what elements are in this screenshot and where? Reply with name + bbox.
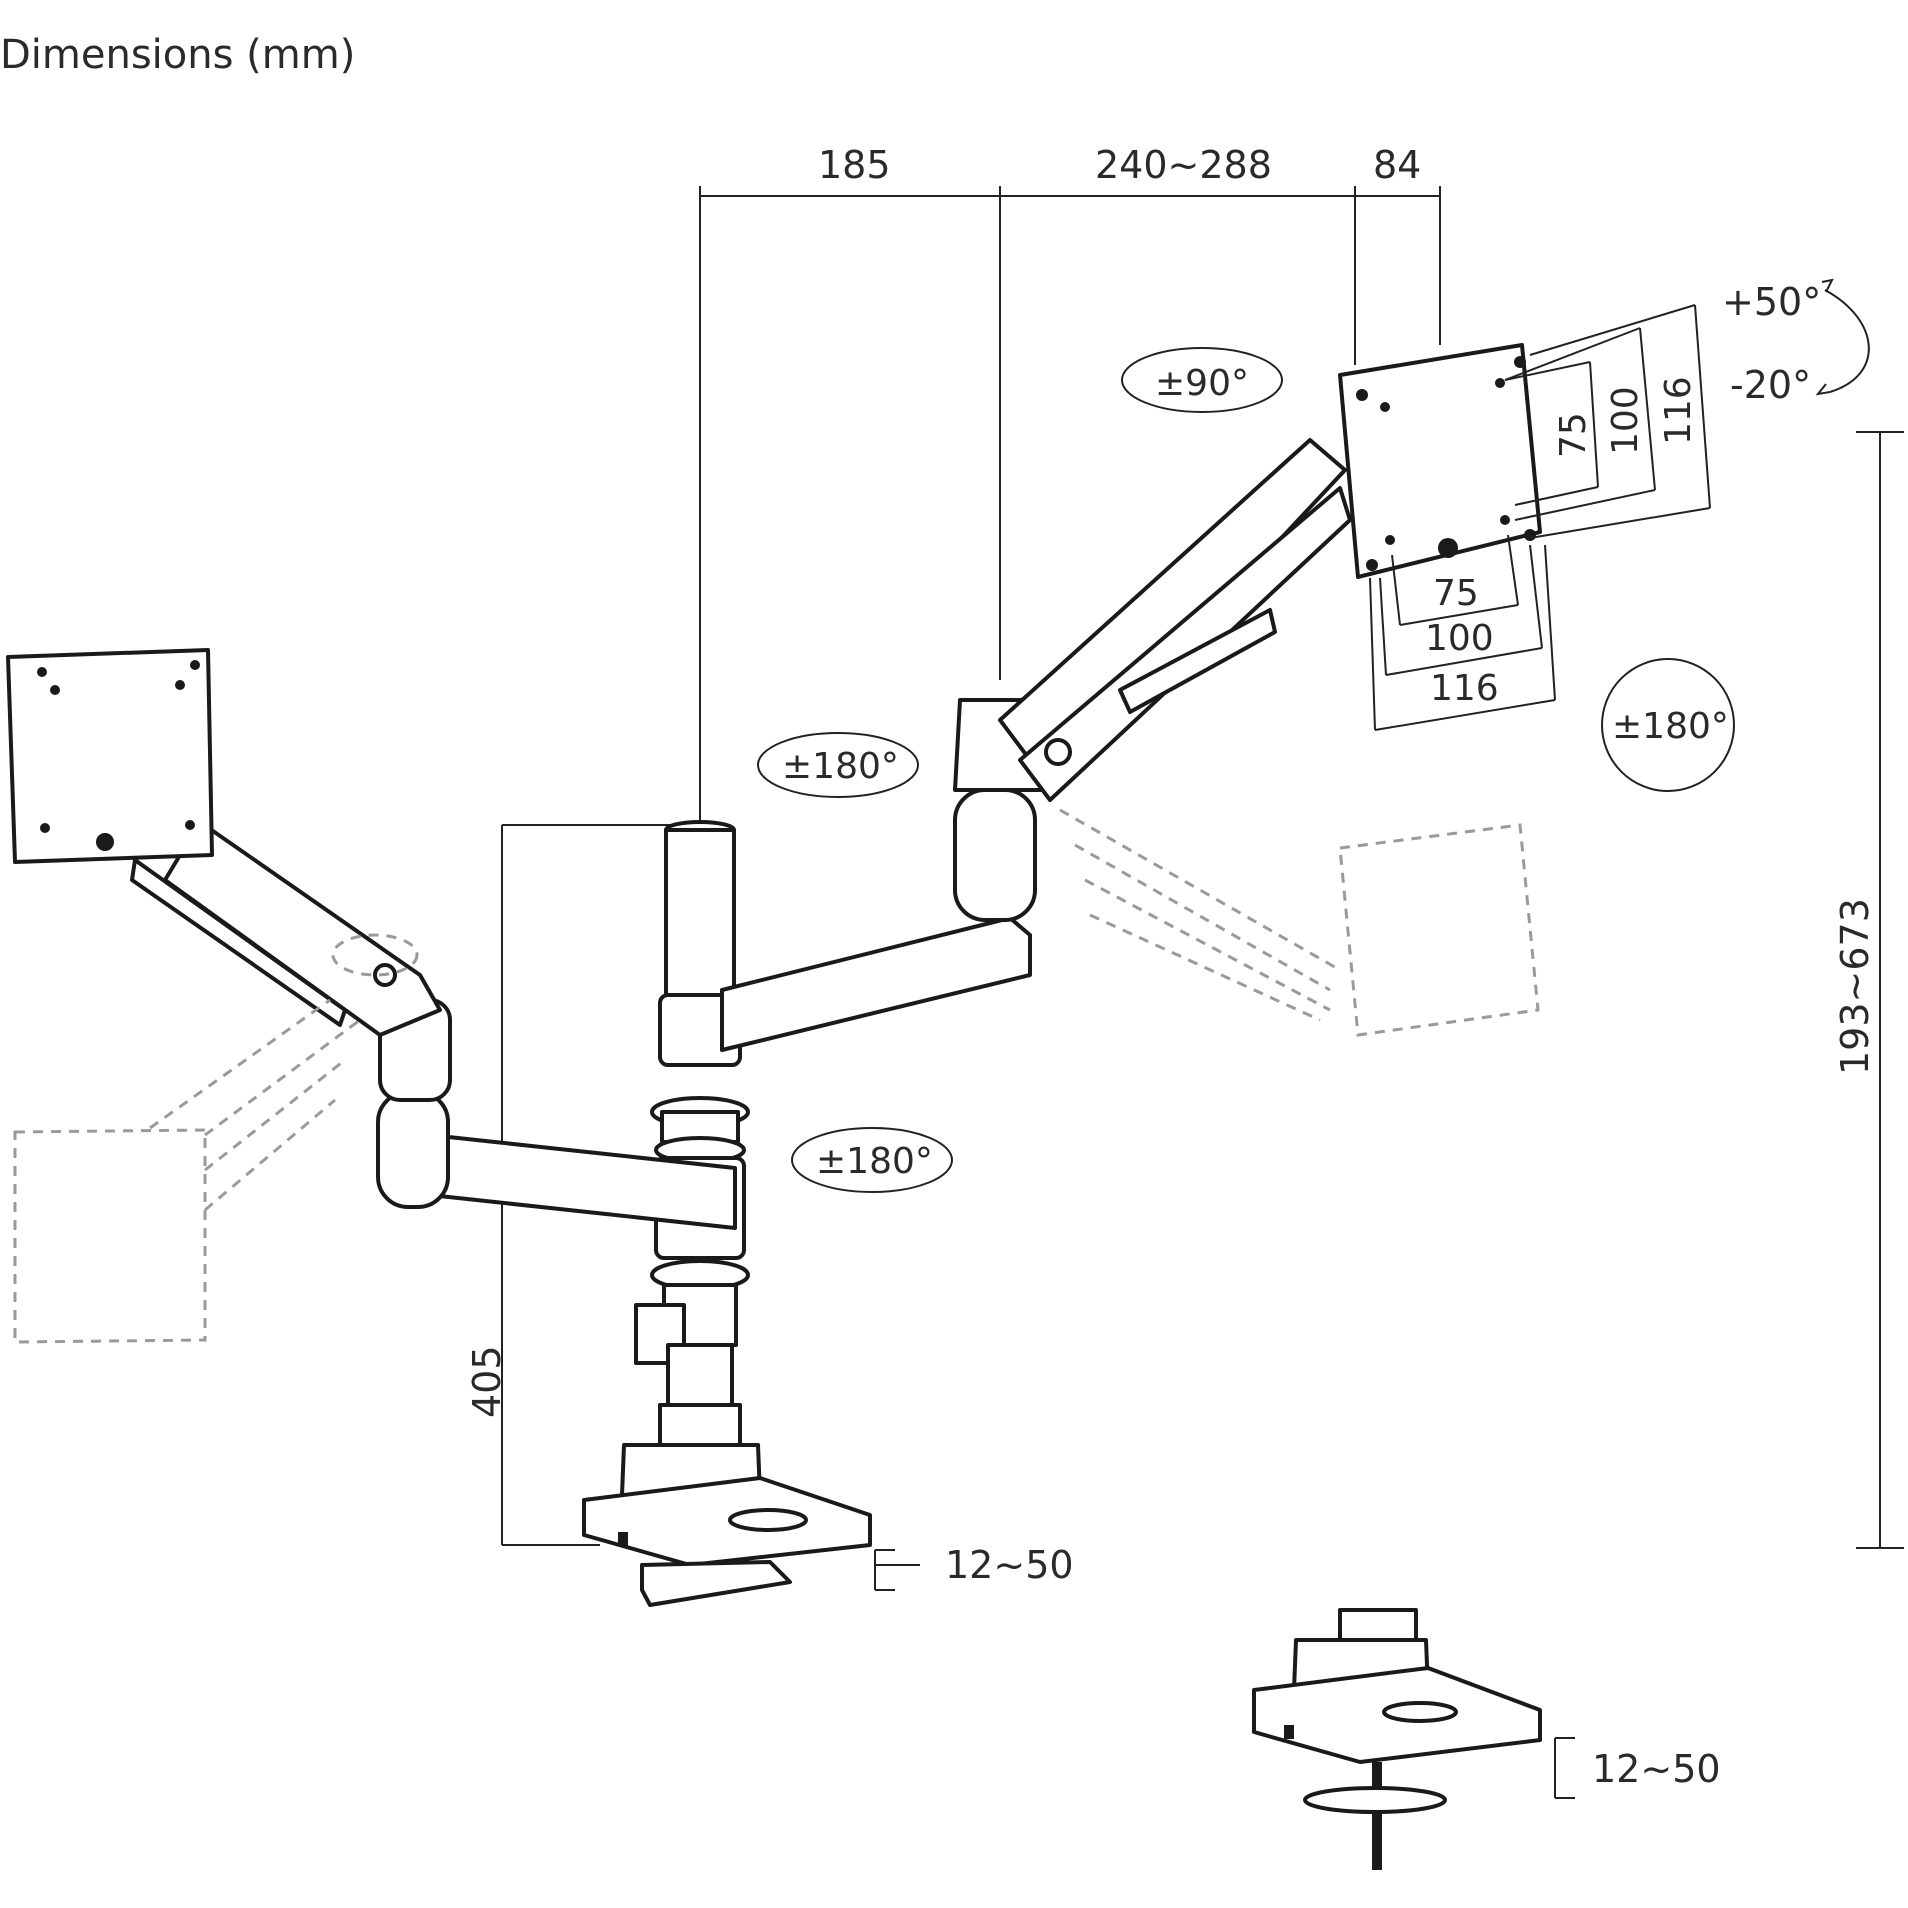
tilt-arc <box>1815 278 1870 396</box>
vesa-vertical-lines <box>1504 304 1711 539</box>
pole <box>634 820 750 1452</box>
vesa-horizontal-75: 75 <box>1433 573 1479 614</box>
vesa-horizontal-116: 116 <box>1430 668 1499 709</box>
rotate-screen-bubble <box>1601 658 1735 792</box>
page-title: Dimensions (mm) <box>0 32 355 78</box>
dimension-405: 405 <box>465 1345 509 1418</box>
left-arm <box>6 648 737 1230</box>
dimension-193-673: 193~673 <box>1833 898 1877 1075</box>
top-dimension-lines <box>699 186 1441 830</box>
tilt-down-label: -20° <box>1730 363 1811 407</box>
right-arm <box>720 343 1542 1052</box>
dimension-84: 84 <box>1373 143 1421 187</box>
vesa-vertical-116: 116 <box>1658 376 1699 445</box>
swivel-head-bubble <box>1121 347 1283 413</box>
vesa-vertical-75: 75 <box>1553 412 1594 458</box>
elbow-upper-bubble <box>757 732 919 798</box>
total-height-line <box>1856 431 1904 1549</box>
vesa-horizontal-100: 100 <box>1425 618 1494 659</box>
elbow-upper-label: ±180° <box>782 746 899 787</box>
left-ghost-monitor <box>13 933 419 1344</box>
desk-clamp <box>582 1443 920 1607</box>
elbow-lower-bubble <box>791 1127 953 1193</box>
dimension-240-288: 240~288 <box>1095 143 1272 187</box>
grommet-mount <box>1252 1608 1575 1870</box>
rotate-screen-label: ±180° <box>1612 706 1729 747</box>
swivel-head-label: ±90° <box>1155 363 1249 404</box>
dimension-185: 185 <box>818 143 891 187</box>
dimension-grommet-12-50: 12~50 <box>1592 1747 1721 1791</box>
tilt-up-label: +50° <box>1722 280 1821 324</box>
dimension-clamp-12-50: 12~50 <box>945 1543 1074 1587</box>
elbow-lower-label: ±180° <box>816 1141 933 1182</box>
vesa-horizontal-lines <box>1369 534 1556 731</box>
right-ghost-monitor <box>1059 808 1540 1037</box>
vesa-vertical-100: 100 <box>1605 386 1646 455</box>
